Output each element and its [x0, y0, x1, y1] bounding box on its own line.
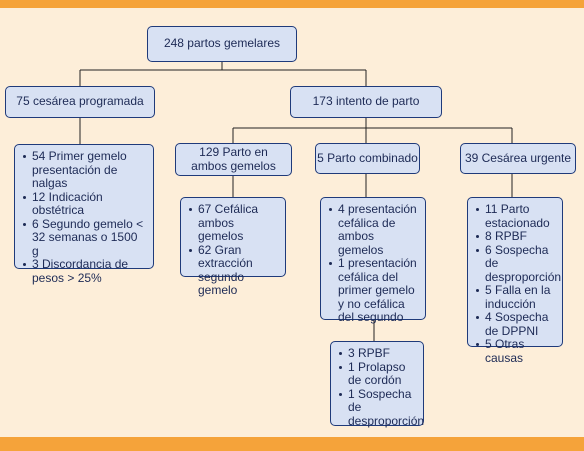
list-item: 1 Sospecha de desproporción: [339, 387, 424, 429]
intento-parto-node: 173 intento de parto: [290, 86, 442, 118]
list-item: 1 presentación cefálica del primer gemel…: [329, 256, 419, 325]
list-item: 6 Sospecha de desproporción: [476, 243, 561, 285]
cesarea-programada-detail: 54 Primer gemelo presentación de nalgas …: [14, 144, 154, 284]
top-accent-bar: [0, 0, 584, 8]
cesarea-programada-label: 75 cesárea programada: [16, 94, 144, 109]
parto-ambos-label-line2: ambos gemelos: [191, 158, 276, 173]
list-item: 3 RPBF: [339, 346, 417, 361]
cesarea-urgente-detail: 11 Parto estacionado 8 RPBF 6 Sospecha d…: [467, 197, 563, 364]
list-item: 5 Otras causas: [476, 337, 556, 365]
parto-combinado-detail: 4 presentación cefálica de ambos gemelos…: [320, 197, 426, 324]
list-item: 8 RPBF: [476, 229, 556, 244]
list-item: 12 Indicación obstétrica: [23, 190, 147, 218]
parto-ambos-node: 129 Parto en ambos gemelos: [175, 143, 292, 176]
parto-combinado-sub-detail: 3 RPBF 1 Prolapso de cordón 1 Sospecha d…: [330, 341, 424, 429]
list-item: 54 Primer gemelo presentación de nalgas: [23, 149, 147, 191]
parto-ambos-label-line1: 129 Parto en: [199, 145, 268, 159]
parto-combinado-node: 5 Parto combinado: [315, 143, 420, 174]
parto-combinado-label: 5 Parto combinado: [317, 150, 418, 165]
list-item: 62 Gran extracción segundo gemelo: [189, 243, 279, 298]
list-item: 5 Falla en la inducción: [476, 283, 556, 311]
intento-parto-label: 173 intento de parto: [312, 94, 420, 109]
list-item: 11 Parto estacionado: [476, 202, 556, 230]
cesarea-urgente-label: 39 Cesárea urgente: [464, 150, 572, 165]
list-item: 1 Prolapso de cordón: [339, 360, 417, 388]
list-item: 3 Discordancia de pesos > 25%: [23, 257, 147, 285]
parto-ambos-detail: 67 Cefálica ambos gemelos 62 Gran extrac…: [180, 197, 286, 297]
cesarea-urgente-node: 39 Cesárea urgente: [460, 143, 576, 174]
list-item: 67 Cefálica ambos gemelos: [189, 202, 279, 244]
bottom-accent-bar: [0, 437, 584, 451]
root-node: 248 partos gemelares: [147, 26, 297, 62]
list-item: 4 Sospecha de DPPNI: [476, 310, 556, 338]
list-item: 6 Segundo gemelo < 32 semanas o 1500 g: [23, 217, 147, 259]
root-label: 248 partos gemelares: [163, 36, 281, 51]
list-item: 4 presentación cefálica de ambos gemelos: [329, 202, 419, 257]
cesarea-programada-node: 75 cesárea programada: [5, 86, 155, 118]
